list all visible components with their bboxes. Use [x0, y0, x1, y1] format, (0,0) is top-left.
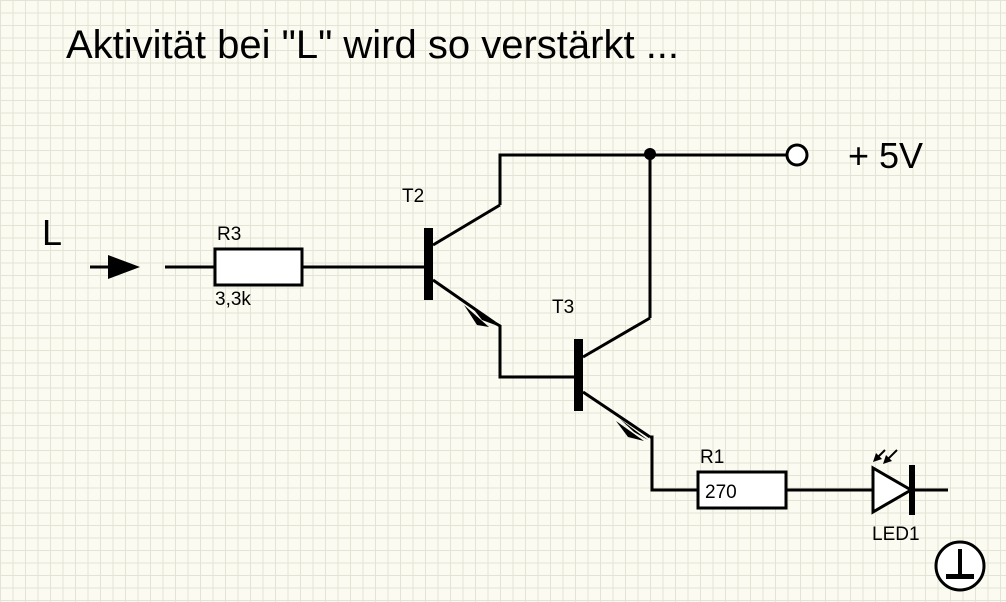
light-emission-icon [873, 449, 898, 464]
r1-value: 270 [705, 482, 737, 503]
wire-t3-r1 [650, 435, 698, 492]
t2-emitter-arrow-icon [464, 305, 489, 327]
led-name: LED1 [872, 524, 920, 545]
transistor-t3 [574, 316, 651, 441]
r1-name: R1 [700, 447, 724, 468]
supply-terminal-icon [785, 143, 809, 167]
supply-label: + 5V [848, 135, 923, 176]
input-arrow-icon [90, 255, 140, 279]
page-title: Aktivität bei "L" wird so verstärkt ... [66, 23, 679, 67]
wire-t2-collector [498, 153, 650, 205]
led-icon [871, 465, 948, 515]
t2-name: T2 [402, 186, 424, 207]
r3-value: 3,3k [215, 289, 251, 310]
r3-name: R3 [217, 224, 241, 245]
t3-name: T3 [552, 297, 574, 318]
ground-icon [934, 540, 986, 592]
resistor-r1 [696, 470, 788, 510]
transistor-t2 [424, 203, 501, 327]
t3-emitter-arrow-icon [616, 421, 644, 441]
wire-t2-t3 [494, 321, 578, 379]
resistor-r3 [213, 247, 304, 287]
input-label: L [42, 212, 62, 253]
junction-dot [644, 148, 656, 160]
